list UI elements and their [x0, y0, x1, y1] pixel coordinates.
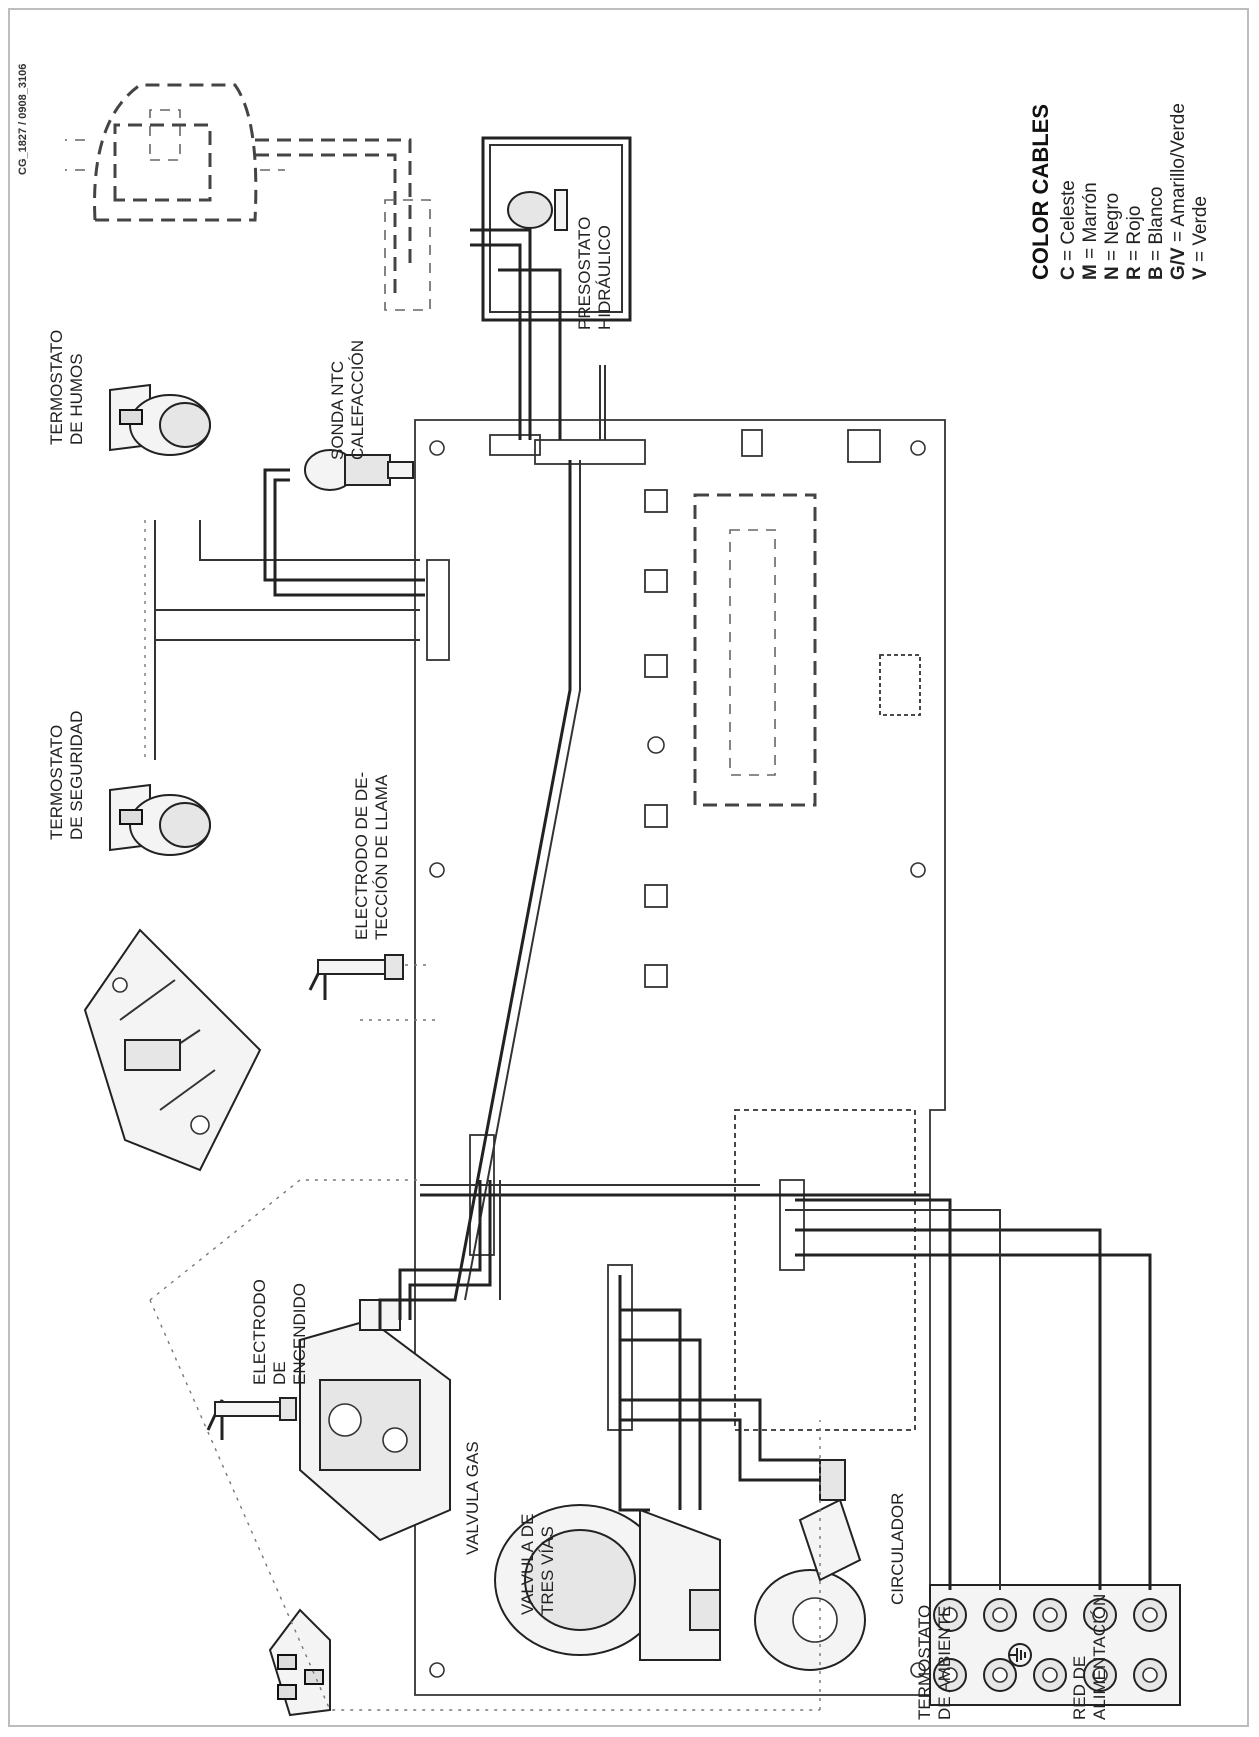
mounting-hole: [910, 1662, 926, 1678]
main-wires: [149, 460, 1152, 1711]
mounting-hole: [429, 1662, 445, 1678]
connector-presostato: [534, 439, 646, 465]
display-connector: [384, 199, 431, 311]
pressure-switch-drawing: [470, 136, 632, 440]
display-panel-drawing: [65, 83, 431, 311]
mounting-hole: [910, 862, 926, 878]
label-termostato-ambiente: TERMOSTATO DE AMBIENTE: [915, 1600, 954, 1720]
legend-code: G/V: [1168, 247, 1189, 280]
legend-item: N = Negro: [1102, 193, 1123, 280]
label-electrodo-deteccion: ELECTRODO DE DE- TECCIÓN DE LLAMA: [352, 767, 391, 940]
legend-item: R = Rojo: [1124, 206, 1145, 280]
legend-item: B = Blanco: [1146, 187, 1167, 280]
label-termostato-seguridad: TERMOSTATO DE SEGURIDAD: [47, 711, 86, 840]
label-circulador: CIRCULADOR: [888, 1493, 907, 1605]
label-red-alimentacion: RED DE ALIMENTACIÓN: [1070, 1594, 1109, 1720]
connector-power: [779, 1179, 805, 1271]
mounting-hole: [429, 440, 445, 456]
label-valvula-gas: VALVULA GAS: [463, 1441, 482, 1555]
terminal-block-drawing: [929, 1584, 1181, 1706]
display-module: [693, 493, 817, 807]
termostato-humos-drawing: [109, 383, 211, 456]
document-code: CG_1827 / 0908_3106: [17, 64, 29, 175]
label-valvula-tres-vias: VALVULA DE TRES VÍAS: [518, 1509, 557, 1615]
legend-code: V: [1190, 267, 1211, 280]
terminal-screw-head: [1142, 1667, 1158, 1683]
legend-name: = Negro: [1102, 193, 1123, 266]
legend-name: = Blanco: [1146, 187, 1167, 267]
display-window: [729, 529, 776, 776]
gas-valve-drawing: [299, 1299, 451, 1542]
connector-presostato-top: [489, 434, 541, 456]
terminal-screw-head: [1042, 1607, 1058, 1623]
diagram-frame: [8, 8, 1249, 1727]
terminal-screw-head: [1092, 1667, 1108, 1683]
legend-name: = Rojo: [1124, 206, 1145, 267]
sonda-ntc-drawing: [263, 449, 425, 597]
label-termostato-humos: TERMOSTATO DE HUMOS: [47, 325, 86, 445]
legend-name: = Verde: [1190, 196, 1211, 267]
terminal-screw-head: [1042, 1667, 1058, 1683]
ignition-transformer-drawing: [268, 1608, 331, 1717]
legend-name: = Marrón: [1080, 182, 1101, 264]
ground-icon: [1008, 1643, 1032, 1667]
mounting-hole: [429, 862, 445, 878]
legend-title: COLOR CABLES: [1028, 104, 1053, 280]
label-presostato: PRESOSTATO HIDRÁULICO: [575, 212, 614, 330]
terminal-screw-head: [1092, 1607, 1108, 1623]
wires-thermostats: [154, 520, 420, 760]
legend-code: B: [1146, 266, 1167, 280]
electrodo-encendido-drawing: [206, 1397, 297, 1440]
terminal-screw-head: [1142, 1607, 1158, 1623]
termostato-seguridad-drawing: [109, 783, 211, 856]
label-electrodo-encendido: ELECTRODO DE ENCENDIDO: [250, 1274, 309, 1385]
legend-code: M: [1080, 264, 1101, 280]
legend-item: M = Marrón: [1080, 182, 1101, 280]
terminal-screw-head: [942, 1607, 958, 1623]
legend-name: = Amarillo/Verde: [1168, 103, 1189, 247]
labels: TERMOSTATO DE SEGURIDAD TERMOSTATO DE HU…: [47, 212, 1109, 1720]
label-sonda-ntc: SONDA NTC CALEFACCIÓN: [328, 340, 367, 460]
legend-code: R: [1124, 266, 1145, 280]
electrodo-deteccion-drawing: [308, 954, 430, 1000]
terminal-screw-head: [992, 1667, 1008, 1683]
legend-item: C = Celeste: [1058, 180, 1079, 280]
legend-name: = Celeste: [1058, 180, 1079, 266]
terminal-screw-head: [992, 1607, 1008, 1623]
terminal-screw-head: [942, 1667, 958, 1683]
legend-item: V = Verde: [1190, 196, 1211, 280]
burner-drawing: [83, 928, 262, 1172]
legend-code: C: [1058, 266, 1079, 280]
legend-item: G/V = Amarillo/Verde: [1168, 103, 1189, 280]
legend-code: N: [1102, 266, 1123, 280]
mounting-hole: [910, 440, 926, 456]
circulador-drawing: [754, 1459, 866, 1671]
connector-sensors: [426, 559, 450, 661]
three-way-valve-drawing: [494, 1504, 721, 1661]
transformer-area: [734, 1109, 916, 1431]
